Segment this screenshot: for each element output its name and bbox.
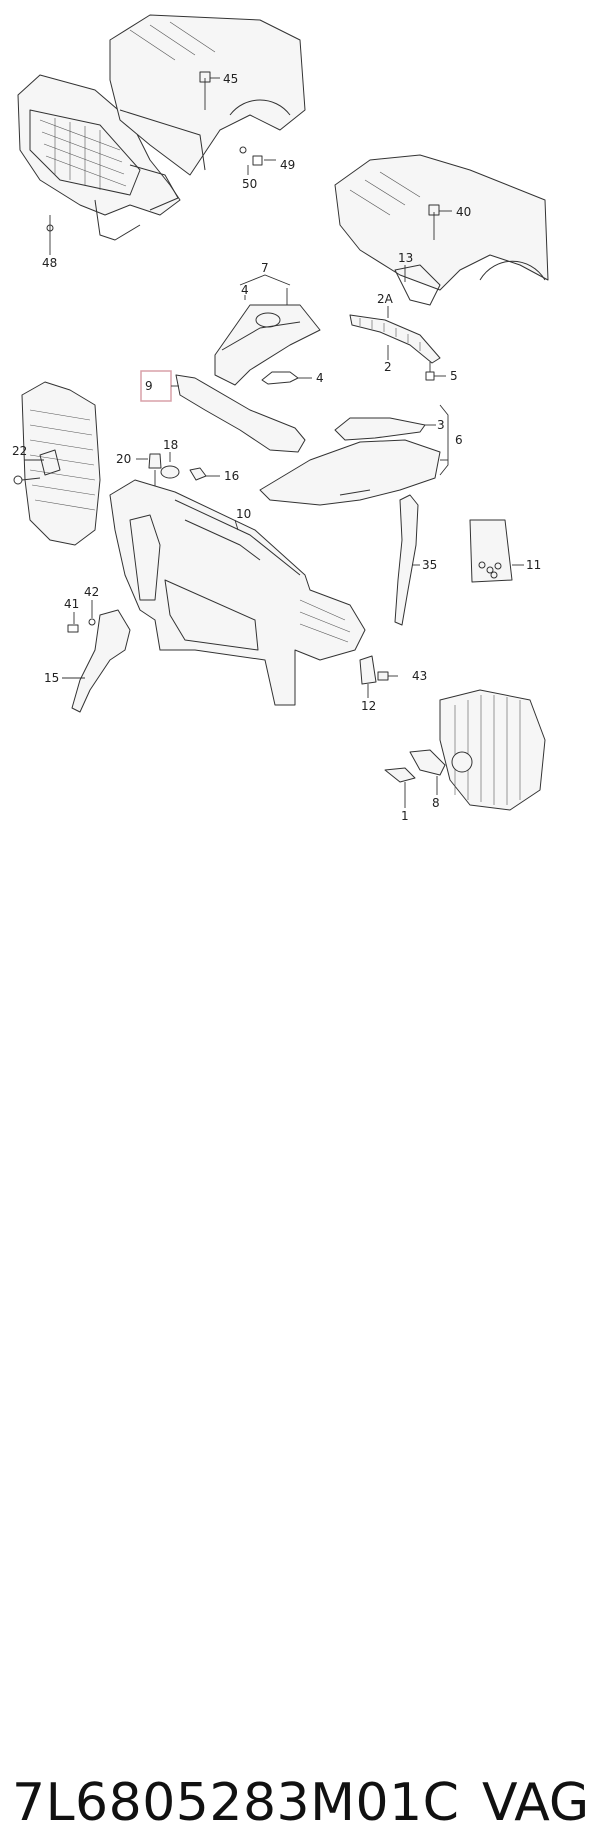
callout-3: 3 <box>437 418 445 432</box>
callout-13: 13 <box>398 251 413 265</box>
callout-50: 50 <box>242 177 257 191</box>
callout-20: 20 <box>116 452 131 466</box>
callout-41: 41 <box>64 597 79 611</box>
callout-10: 10 <box>236 507 251 521</box>
footer-caption: 7L6805283M01C VAG <box>0 880 600 1833</box>
lower-right-assembly <box>384 689 546 811</box>
part-number: 7L6805283M01C <box>12 1773 460 1833</box>
callout-42: 42 <box>84 585 99 599</box>
callout-5: 5 <box>450 369 458 383</box>
bracket-35 <box>394 494 420 626</box>
callout-2A: 2A <box>377 292 394 306</box>
callout-49: 49 <box>280 158 295 172</box>
callout-40: 40 <box>456 205 471 219</box>
callout-45: 45 <box>223 72 238 86</box>
callout-12: 12 <box>361 699 376 713</box>
callout-11: 11 <box>526 558 541 572</box>
callout-1: 1 <box>401 809 409 823</box>
callout-16: 16 <box>224 469 239 483</box>
front-fender-right <box>334 154 549 306</box>
callout-8: 8 <box>432 796 440 810</box>
front-fender-upper <box>109 14 306 176</box>
front-grille-assembly <box>17 74 181 255</box>
callout-4-lower: 4 <box>316 371 324 385</box>
callout-labels: 45 49 50 48 40 7 4 13 2A 2 5 9 4 3 6 22 … <box>12 72 541 823</box>
trim-strip <box>349 306 446 381</box>
callout-43: 43 <box>412 669 427 683</box>
parts-exploded-diagram: 45 49 50 48 40 7 4 13 2A 2 5 9 4 3 6 22 … <box>12 14 549 823</box>
parts-bag-11 <box>469 519 524 583</box>
callout-2: 2 <box>384 360 392 374</box>
callout-22: 22 <box>12 444 27 458</box>
callout-4-upper: 4 <box>241 283 249 297</box>
bracket-12 <box>359 655 398 698</box>
engine-cover-upper <box>214 274 321 386</box>
callout-9: 9 <box>145 379 153 393</box>
callout-7: 7 <box>261 261 269 275</box>
lower-covers <box>259 404 449 506</box>
seal-strip-9 <box>140 370 306 453</box>
lock-carrier-panel <box>109 479 366 706</box>
callout-48: 48 <box>42 256 57 270</box>
clips <box>136 452 220 490</box>
callout-35: 35 <box>422 558 437 572</box>
callout-6: 6 <box>455 433 463 447</box>
headlight-bracket-left <box>13 381 101 546</box>
bracket-15 <box>62 600 131 713</box>
callout-18: 18 <box>163 438 178 452</box>
brand-name: VAG <box>482 1773 590 1833</box>
callout-15: 15 <box>44 671 59 685</box>
